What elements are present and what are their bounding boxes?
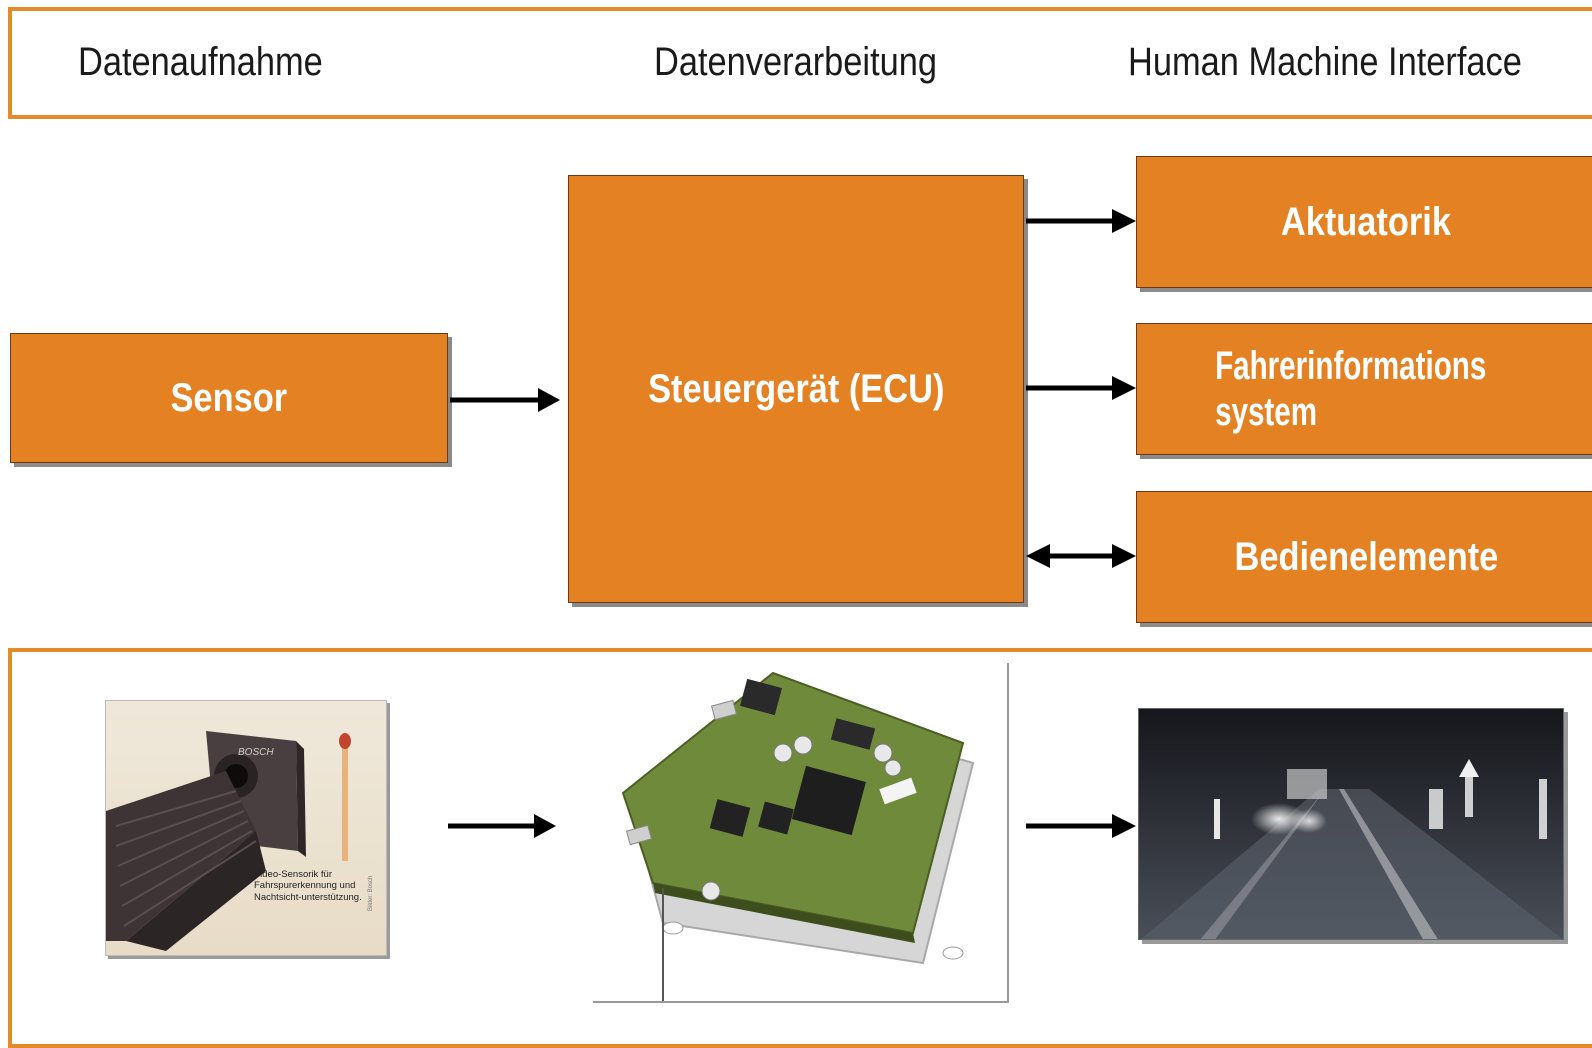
night-vision-photo bbox=[1138, 708, 1564, 940]
header-datenaufnahme: Datenaufnahme bbox=[78, 40, 323, 84]
sensor-box: Sensor bbox=[10, 333, 448, 463]
circuit-board-icon bbox=[621, 671, 975, 1001]
sensor-label: Sensor bbox=[170, 376, 288, 420]
bedienelemente-label: Bedienelemente bbox=[1234, 535, 1498, 579]
sensor-brand-text: BOSCH bbox=[238, 747, 274, 758]
sensor-caption: Video-Sensorik für Fahrspurerkennung und… bbox=[254, 869, 362, 903]
sensor-photo: BOSCH Video-Sensorik für Fahrspurerkennu… bbox=[105, 700, 387, 956]
ecu-box: Steuergerät (ECU) bbox=[568, 175, 1024, 603]
aktuatorik-label: Aktuatorik bbox=[1280, 200, 1452, 244]
arrows-layer bbox=[448, 209, 1136, 838]
header-frame bbox=[8, 7, 1592, 119]
bedienelemente-box: Bedienelemente bbox=[1136, 491, 1592, 623]
header-datenverarbeitung: Datenverarbeitung bbox=[654, 40, 938, 84]
ecu-board-photo bbox=[593, 663, 1009, 1003]
ecu-label: Steuergerät (ECU) bbox=[647, 367, 945, 411]
aktuatorik-box: Aktuatorik bbox=[1136, 156, 1592, 288]
arrowhead-sensor-ecu bbox=[538, 388, 560, 412]
night-vision-road-icon bbox=[1139, 709, 1563, 939]
fahrerinfo-label-line1: Fahrerinformations bbox=[1215, 344, 1487, 388]
camera-sensor-icon: BOSCH Video-Sensorik für Fahrspurerkennu… bbox=[106, 701, 386, 955]
fahrerinfo-box: Fahrerinformations system bbox=[1136, 323, 1592, 455]
sensor-credit: Bilder: Bosch bbox=[368, 876, 374, 911]
fahrerinfo-label-line2: system bbox=[1215, 390, 1318, 434]
header-hmi: Human Machine Interface bbox=[1128, 40, 1522, 84]
